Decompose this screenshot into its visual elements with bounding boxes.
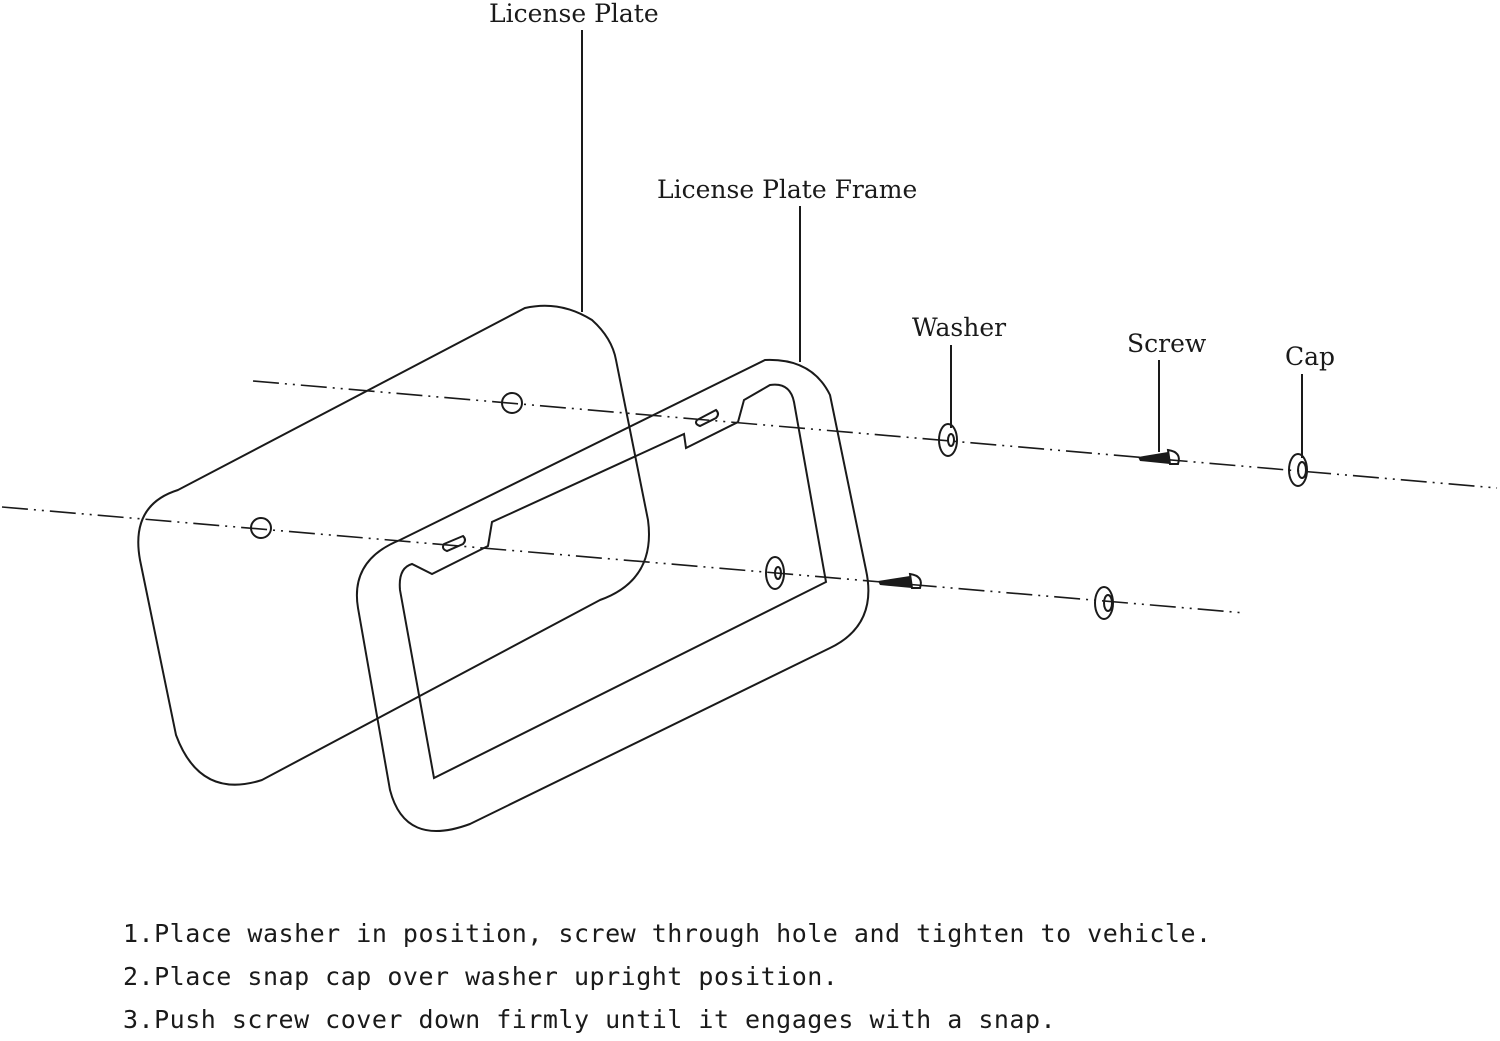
label-license-plate: License Plate xyxy=(489,0,659,28)
upper-axis-line xyxy=(252,380,1498,489)
screw-lower xyxy=(878,572,922,589)
label-cap: Cap xyxy=(1285,342,1335,371)
washer-lower xyxy=(765,556,785,590)
lower-axis-line xyxy=(1,506,1246,614)
license-plate-frame xyxy=(355,358,870,832)
screw-upper xyxy=(1138,448,1180,465)
plate-hole-lower xyxy=(250,517,272,539)
washer-upper xyxy=(938,423,958,457)
frame-slot-lower xyxy=(442,534,466,553)
instruction-step-1: 1.Place washer in position, screw throug… xyxy=(123,919,1212,948)
instructions-list: 1.Place washer in position, screw throug… xyxy=(123,912,1212,1041)
license-plate xyxy=(137,304,650,786)
label-screw: Screw xyxy=(1127,329,1207,358)
frame-slot-upper xyxy=(695,408,719,428)
instruction-step-3: 3.Push screw cover down firmly until it … xyxy=(123,1005,1057,1034)
cap-lower xyxy=(1094,586,1114,620)
cap-upper xyxy=(1288,453,1308,487)
label-washer: Washer xyxy=(912,313,1006,342)
instruction-step-2: 2.Place snap cap over washer upright pos… xyxy=(123,962,839,991)
label-license-plate-frame: License Plate Frame xyxy=(657,175,917,204)
plate-hole-upper xyxy=(501,392,523,414)
